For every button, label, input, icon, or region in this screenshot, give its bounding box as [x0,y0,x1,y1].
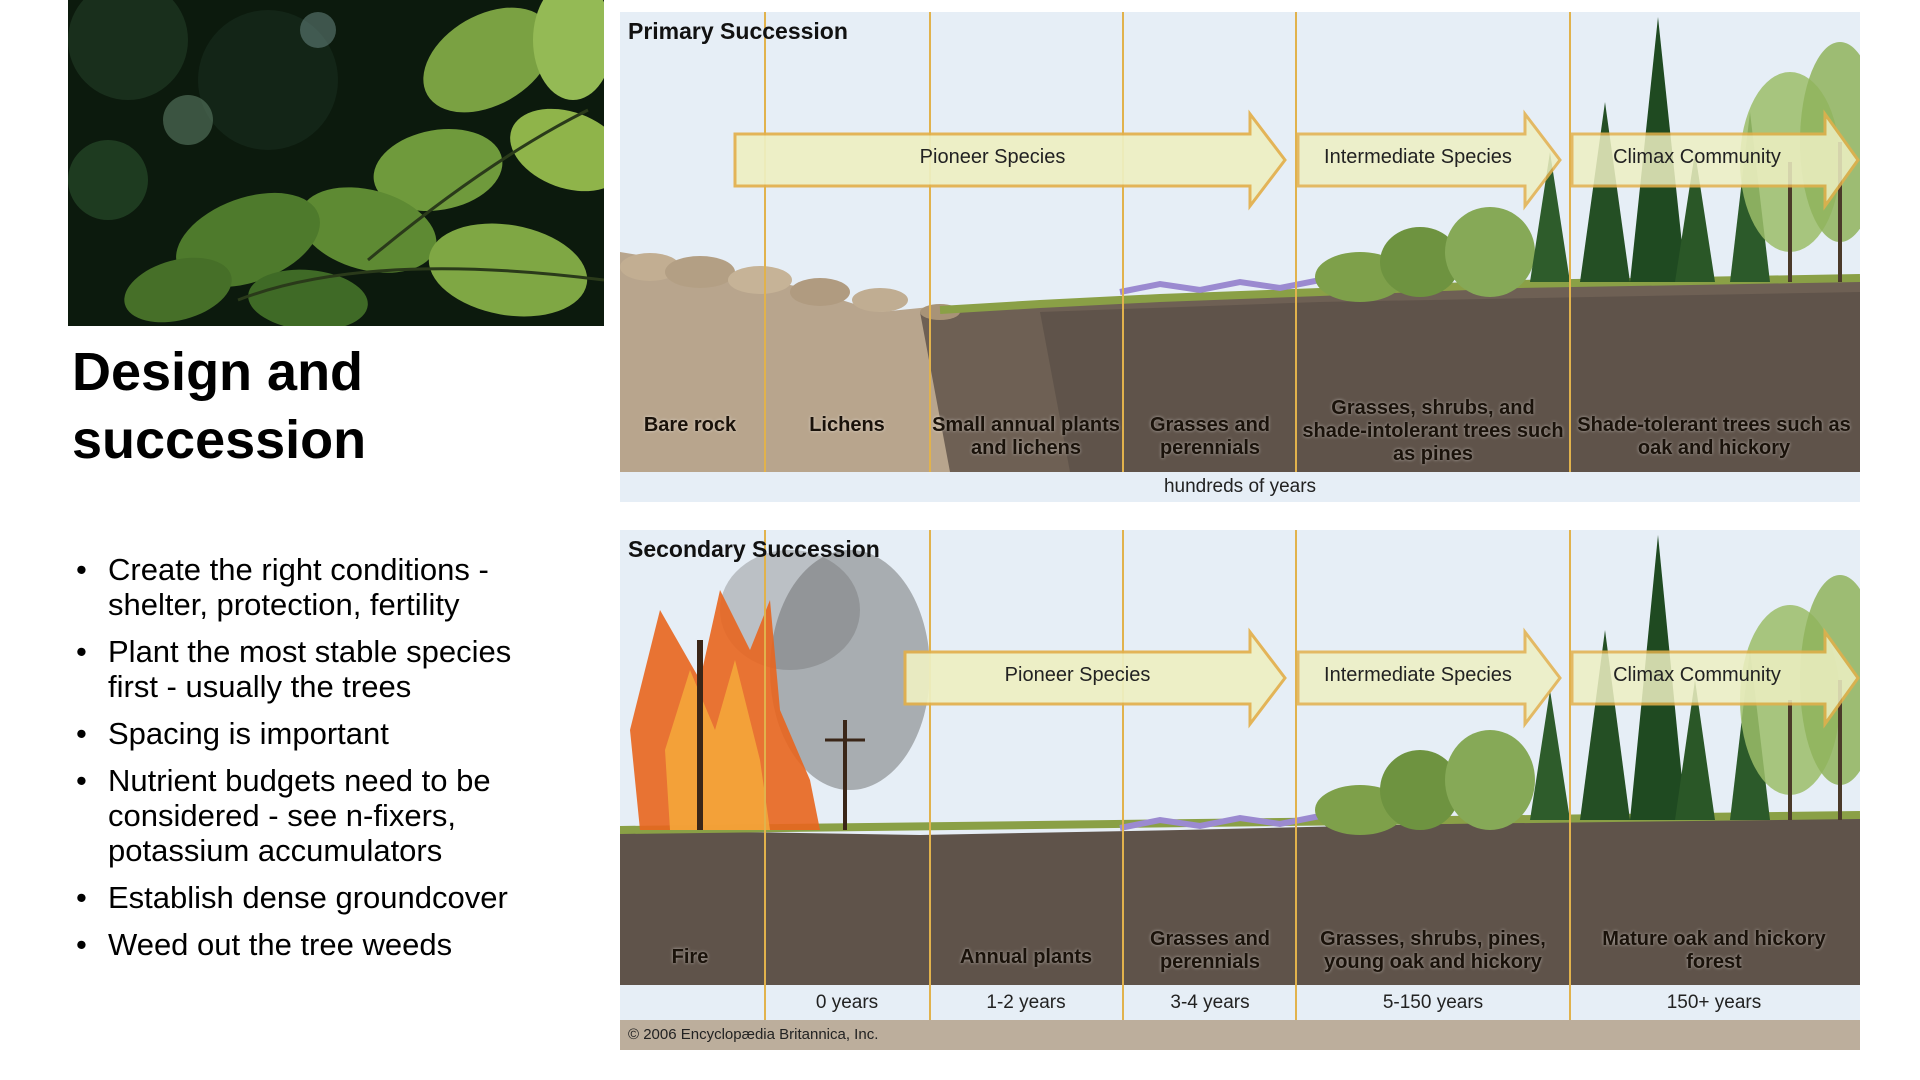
copyright-notice: © 2006 Encyclopædia Britannica, Inc. [628,1026,879,1043]
stage-label: Grasses and perennials [1149,928,1271,973]
stage-label: Mature oak and hickory forest [1602,928,1826,973]
secondary-succession-diagram: Secondary Succession Pioneer Species Int… [620,530,1860,1050]
pioneer-species-label: Pioneer Species [919,146,1066,168]
timeline-label: hundreds of years [1163,476,1317,497]
stage-label: Grasses and perennials [1149,414,1271,459]
timeline-label: 150+ years [1666,992,1762,1013]
intermediate-species-label: Intermediate Species [1324,664,1512,686]
stage-label: Fire [671,946,709,968]
climax-community-label: Climax Community [1613,146,1781,168]
timeline-label: 0 years [815,992,879,1013]
primary-succession-title: Primary Succession [628,18,848,44]
leaf-photo [68,0,604,326]
timeline-label: 3-4 years [1170,992,1250,1013]
stage-label: Bare rock [643,414,737,436]
intermediate-species-label: Intermediate Species [1324,146,1512,168]
bullet-item: Nutrient budgets need to be considered -… [76,763,556,868]
pioneer-species-label: Pioneer Species [1004,664,1151,686]
secondary-succession-title: Secondary Succession [628,536,880,562]
slide-title: Design and succession [72,342,367,470]
timeline-label: 1-2 years [986,992,1066,1013]
climax-community-label: Climax Community [1613,664,1781,686]
stage-label: Small annual plants and lichens [932,414,1120,459]
stage-label: Grasses, shrubs, pines, young oak and hi… [1320,928,1546,973]
bullet-list: Create the right conditions - shelter, p… [76,552,556,974]
stage-label: Grasses, shrubs, and shade-intolerant tr… [1302,397,1564,465]
bullet-item: Create the right conditions - shelter, p… [76,552,556,622]
timeline-label: 5-150 years [1382,992,1484,1013]
bullet-item: Establish dense groundcover [76,880,556,915]
stage-label: Annual plants [959,946,1093,968]
bullet-item: Plant the most stable species first - us… [76,634,556,704]
stage-label: Shade-tolerant trees such as oak and hic… [1577,414,1851,459]
bullet-item: Weed out the tree weeds [76,927,556,962]
stage-label: Lichens [809,414,885,436]
primary-succession-diagram: Primary Succession Pioneer Species Inter… [620,12,1860,502]
bullet-item: Spacing is important [76,716,556,751]
